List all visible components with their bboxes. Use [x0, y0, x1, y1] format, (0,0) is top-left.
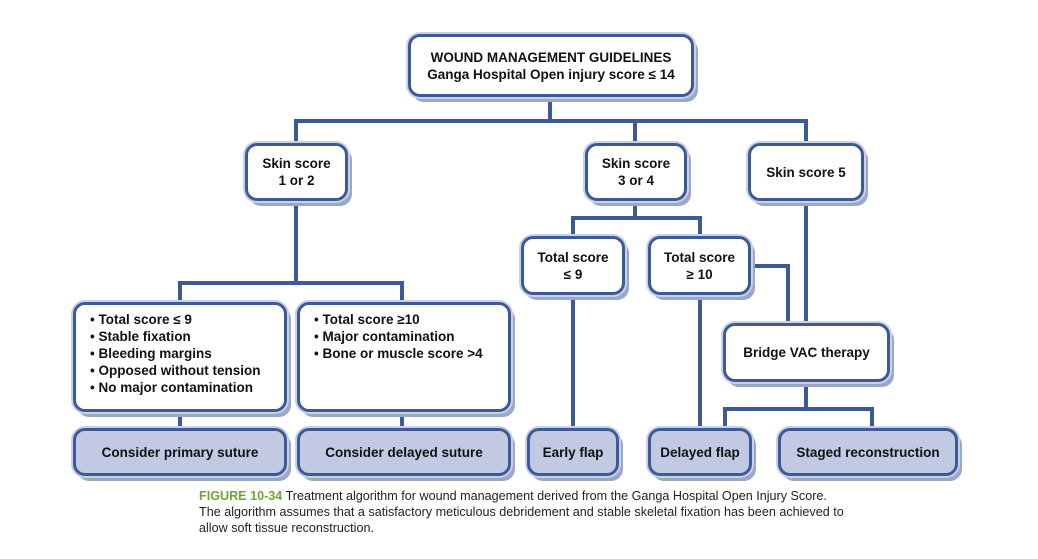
outcome-staged-reconstruction: Staged reconstruction — [778, 428, 958, 476]
criteria-item: Stable fixation — [90, 328, 260, 345]
primary-criteria-box: Total score ≤ 9 Stable fixation Bleeding… — [73, 302, 287, 412]
outcome-label: Consider delayed suture — [325, 444, 483, 460]
outcome-label: Consider primary suture — [101, 444, 259, 460]
criteria-item: Major contamination — [314, 328, 483, 345]
total-score-high-box: Total score ≥ 10 — [648, 236, 751, 295]
skin-score-value: 3 or 4 — [617, 173, 655, 188]
skin-score-label: Skin score — [262, 156, 331, 171]
criteria-item: Opposed without tension — [90, 362, 260, 379]
figure-label: FIGURE 10-34 — [199, 489, 283, 503]
total-score-label: Total score — [537, 249, 609, 265]
primary-criteria-list: Total score ≤ 9 Stable fixation Bleeding… — [90, 311, 260, 396]
skin-score-5-box: Skin score 5 — [748, 143, 864, 201]
criteria-item: Bone or muscle score >4 — [314, 345, 482, 362]
total-score-value: ≥ 10 — [686, 266, 713, 282]
figure-caption: FIGURE 10-34 Treatment algorithm for wou… — [199, 488, 849, 536]
outcome-early-flap: Early flap — [527, 428, 619, 476]
outcome-label: Early flap — [542, 444, 604, 460]
criteria-item: Total score ≤ 9 — [90, 311, 260, 328]
criteria-item: Bleeding margins — [90, 345, 260, 362]
vac-label: Bridge VAC therapy — [743, 345, 870, 360]
criteria-item: No major contamination — [90, 379, 260, 396]
delayed-criteria-box: Total score ≥10 Major contamination Bone… — [297, 302, 511, 412]
header-box: WOUND MANAGEMENT GUIDELINES Ganga Hospit… — [408, 34, 694, 97]
header-title: WOUND MANAGEMENT GUIDELINES — [430, 49, 672, 65]
outcome-label: Staged reconstruction — [796, 444, 940, 460]
bridge-vac-therapy-box: Bridge VAC therapy — [723, 323, 890, 382]
header-subtitle: Ganga Hospital Open injury score ≤ 14 — [427, 66, 675, 82]
caption-text: Treatment algorithm for wound management… — [199, 489, 844, 535]
skin-score-3-4-box: Skin score 3 or 4 — [585, 143, 687, 201]
total-score-low-box: Total score ≤ 9 — [521, 236, 625, 295]
delayed-criteria-list: Total score ≥10 Major contamination Bone… — [314, 311, 483, 362]
total-score-label: Total score — [663, 249, 736, 265]
skin-score-label: Skin score — [601, 156, 671, 171]
outcome-delayed-flap: Delayed flap — [648, 428, 752, 476]
skin-score-value: 1 or 2 — [278, 173, 315, 188]
outcome-label: Delayed flap — [660, 444, 740, 460]
criteria-item: Total score ≥10 — [314, 311, 483, 328]
outcome-delayed-suture: Consider delayed suture — [297, 428, 511, 476]
skin-score-label: Skin score 5 — [766, 164, 846, 180]
outcome-primary-suture: Consider primary suture — [73, 428, 287, 476]
total-score-value: ≤ 9 — [563, 266, 583, 282]
skin-score-1-2-box: Skin score 1 or 2 — [245, 143, 348, 201]
